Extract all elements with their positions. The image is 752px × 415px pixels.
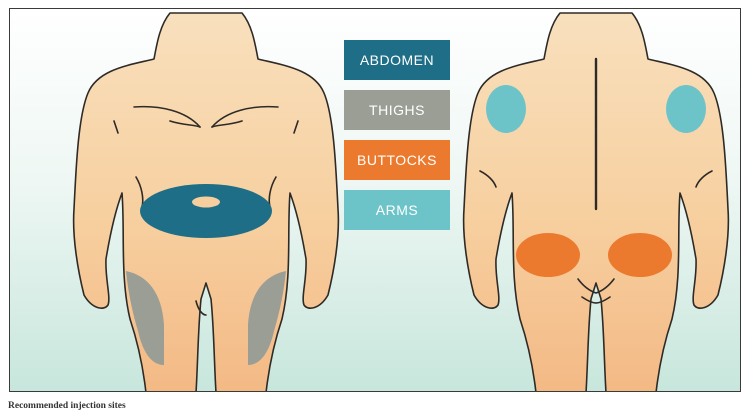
left-arm-injection-zone bbox=[486, 85, 526, 133]
legend-buttocks: BUTTOCKS bbox=[344, 140, 450, 180]
navel bbox=[192, 197, 220, 208]
legend-thighs: THIGHS bbox=[344, 90, 450, 130]
abdomen-injection-zone bbox=[140, 184, 272, 238]
left-buttock-injection-zone bbox=[516, 233, 580, 277]
right-buttock-injection-zone bbox=[608, 233, 672, 277]
legend-abdomen: ABDOMEN bbox=[344, 40, 450, 80]
diagram-frame: ABDOMEN THIGHS BUTTOCKS ARMS bbox=[9, 8, 741, 392]
figure-caption: Recommended injection sites bbox=[8, 401, 126, 411]
right-arm-injection-zone bbox=[666, 85, 706, 133]
legend-arms: ARMS bbox=[344, 190, 450, 230]
